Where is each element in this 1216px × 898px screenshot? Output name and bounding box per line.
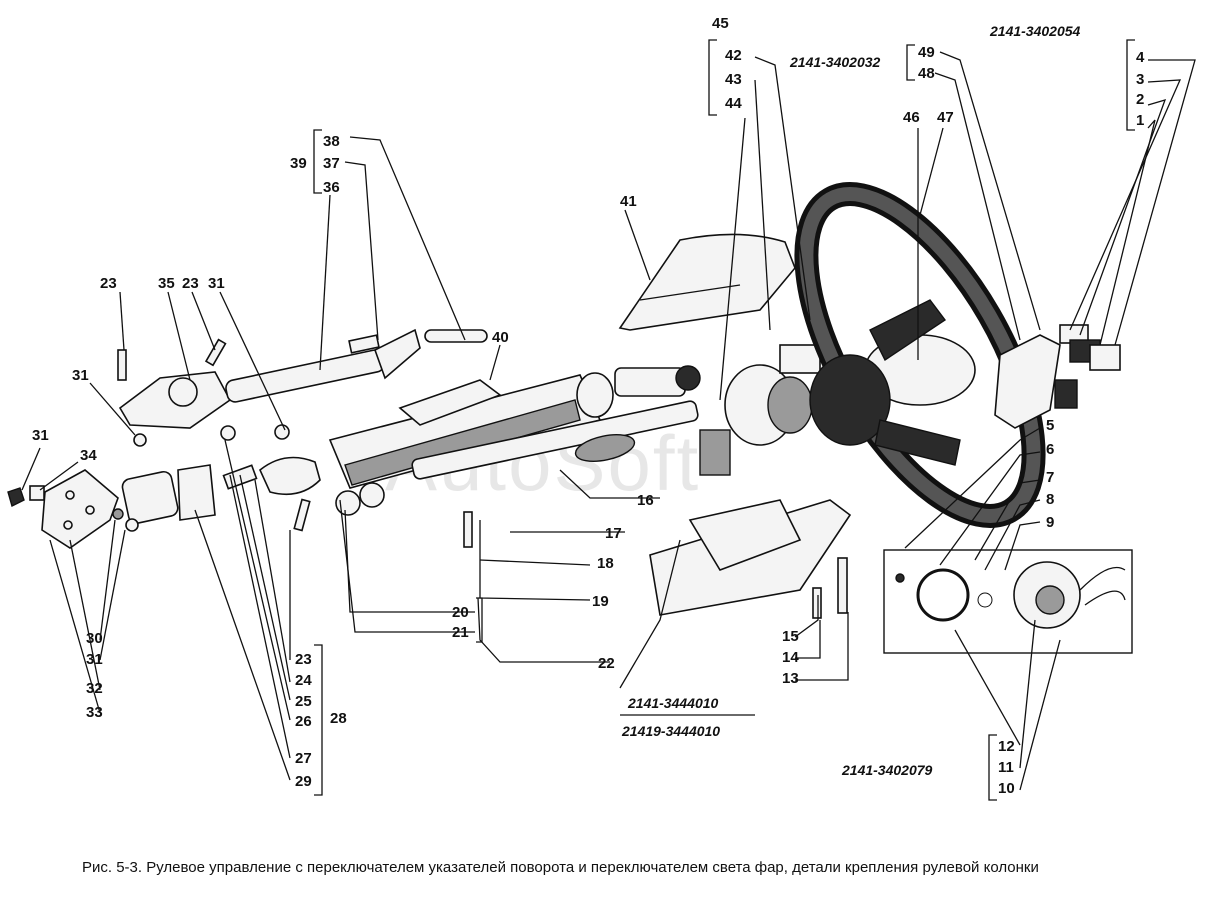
part-numbers: 45 42 43 44 49 48 4 3 2 1 46 47 38 39 37… [32,15,1145,797]
label-25: 25 [295,693,312,710]
label-6: 6 [1046,441,1054,458]
label-4: 4 [1136,49,1145,66]
horn-button-assembly [1059,324,1121,371]
mounting-plate-33 [7,469,119,549]
label-24: 24 [295,672,312,689]
column-shroud-lower [649,429,852,619]
label-28: 28 [330,710,347,727]
label-20: 20 [452,604,469,621]
steering-column-tube [328,365,701,489]
contact-ring-box [883,549,1133,654]
label-7: 7 [1046,469,1054,486]
label-9: 9 [1046,514,1054,531]
label-5: 5 [1046,417,1054,434]
code-horn-button: 2141-3402054 [989,23,1081,39]
label-3: 3 [1136,71,1144,88]
figure-caption: Рис. 5-3. Рулевое управление с переключа… [82,859,1039,876]
lower-universal-joint [112,456,321,532]
label-35: 35 [158,275,175,292]
label-23-a: 23 [100,275,117,292]
part-codes: 2141-3402054 2141-3402032 2141-3444010 2… [621,23,1081,778]
label-11: 11 [998,759,1014,776]
label-49: 49 [918,44,935,61]
label-33: 33 [86,704,103,721]
label-17: 17 [605,525,622,542]
label-15: 15 [782,628,799,645]
label-29: 29 [295,773,312,790]
label-41: 41 [620,193,637,210]
switch-housing [724,344,821,446]
code-horn-pad: 2141-3402032 [789,54,881,70]
steering-wheel [794,182,1046,528]
label-31-d: 31 [86,651,103,668]
label-43: 43 [725,71,742,88]
horn-pad [994,334,1078,429]
label-34: 34 [80,447,97,464]
label-38: 38 [323,133,340,150]
code-contact-ring: 2141-3402079 [841,762,933,778]
label-31-b: 31 [72,367,89,384]
label-16: 16 [637,492,654,509]
label-37: 37 [323,155,340,172]
code-switch-1: 2141-3444010 [627,695,719,711]
label-21: 21 [452,624,469,641]
label-19: 19 [592,593,609,610]
steering-shaft [335,400,699,548]
brackets [313,39,1135,801]
label-47: 47 [937,109,954,126]
label-31-a: 31 [208,275,225,292]
label-1: 1 [1136,112,1144,129]
label-39: 39 [290,155,307,172]
label-12: 12 [998,738,1015,755]
upper-universal-joint [117,338,232,447]
label-23-b: 23 [182,275,199,292]
label-8: 8 [1046,491,1054,508]
label-46: 46 [903,109,920,126]
label-31-c: 31 [32,427,49,444]
label-36: 36 [323,179,340,196]
label-23-c: 23 [295,651,312,668]
label-14: 14 [782,649,799,666]
label-30: 30 [86,630,103,647]
label-10: 10 [998,780,1015,797]
label-26: 26 [295,713,312,730]
label-27: 27 [295,750,312,767]
label-18: 18 [597,555,614,572]
label-32: 32 [86,680,103,697]
label-13: 13 [782,670,799,687]
label-48: 48 [918,65,935,82]
label-2: 2 [1136,91,1144,108]
label-22: 22 [598,655,615,672]
label-42: 42 [725,47,742,64]
code-switch-2: 21419-3444010 [621,723,720,739]
label-44: 44 [725,95,742,112]
label-40: 40 [492,329,509,346]
label-45: 45 [712,15,729,32]
